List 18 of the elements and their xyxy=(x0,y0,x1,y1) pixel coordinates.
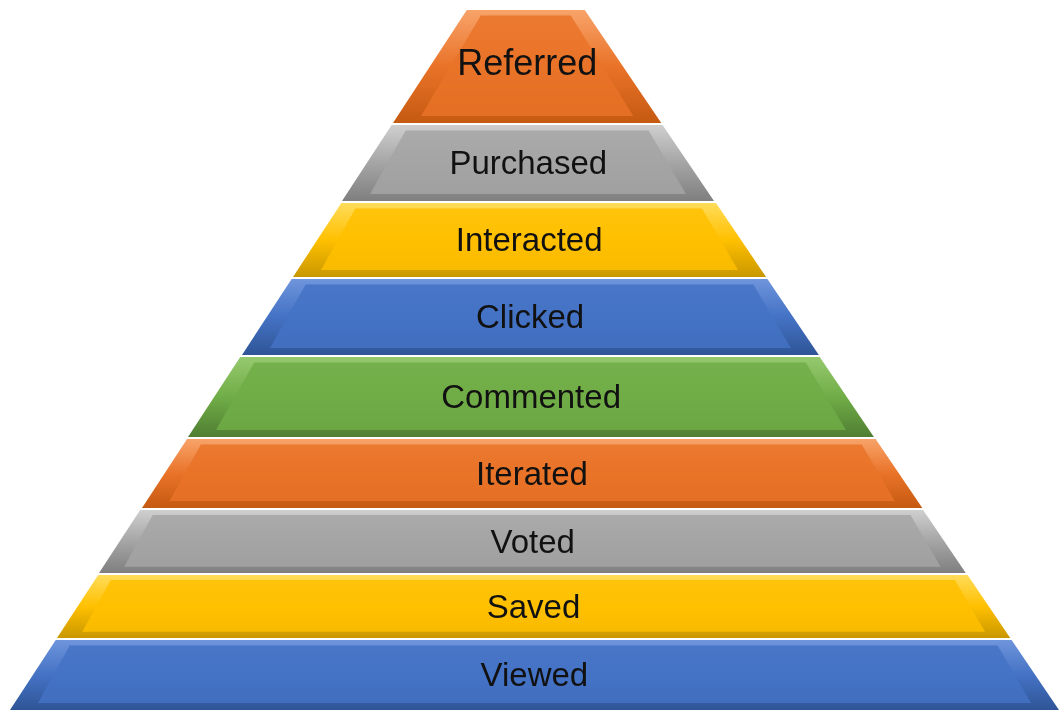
pyramid-layer xyxy=(99,510,967,573)
layer-label: Clicked xyxy=(476,298,585,336)
pyramid-layer xyxy=(342,125,715,201)
layer-label: Commented xyxy=(441,378,621,416)
layer-label: Interacted xyxy=(455,221,603,259)
layer-label: Voted xyxy=(490,522,575,561)
pyramid-layer xyxy=(393,10,662,123)
layer-label: Purchased xyxy=(449,144,608,182)
pyramid-layer xyxy=(56,575,1011,638)
pyramid-layer xyxy=(292,203,766,277)
layer-label: Saved xyxy=(486,587,581,626)
pyramid-layer xyxy=(241,279,819,355)
pyramid-layer xyxy=(141,439,923,508)
layer-label: Referred xyxy=(457,41,598,84)
layer-label: Viewed xyxy=(480,656,589,694)
pyramid-layer xyxy=(188,357,875,437)
pyramid-layer xyxy=(9,640,1059,710)
layer-label: Iterated xyxy=(476,454,588,493)
